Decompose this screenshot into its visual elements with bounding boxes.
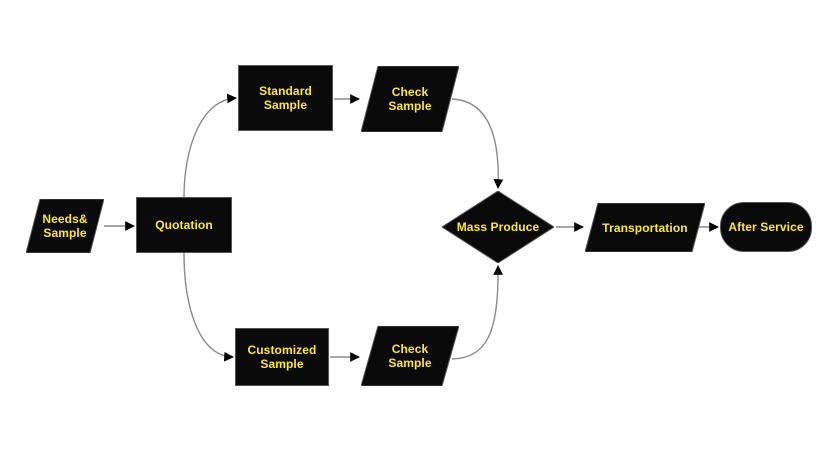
- node-label-standard-sample: Standard Sample: [259, 84, 312, 112]
- node-check-sample-bottom[interactable]: Check Sample: [361, 326, 459, 386]
- node-mass-produce[interactable]: Mass Produce: [442, 191, 554, 263]
- node-quotation[interactable]: Quotation: [136, 197, 232, 253]
- connector-quotation-to-customized: [183, 252, 234, 362]
- node-label-needs-sample: Needs& Sample: [42, 212, 88, 240]
- node-standard-sample[interactable]: Standard Sample: [238, 65, 333, 131]
- node-label-check-sample-top: Check Sample: [388, 85, 432, 113]
- node-label-transportation: Transportation: [602, 220, 688, 235]
- connector-quotation-to-standard: [183, 93, 237, 198]
- node-label-check-sample-bottom: Check Sample: [388, 342, 432, 370]
- node-check-sample-top[interactable]: Check Sample: [361, 66, 459, 132]
- parallelogram-shape: [585, 203, 705, 252]
- node-needs-sample[interactable]: Needs& Sample: [26, 199, 104, 253]
- node-after-service[interactable]: After Service: [720, 202, 812, 252]
- node-label-mass-produce: Mass Produce: [456, 220, 540, 234]
- node-label-after-service: After Service: [728, 220, 804, 234]
- node-label-customized-sample: Customized Sample: [247, 343, 317, 371]
- diamond-shape: [442, 191, 554, 263]
- parallelogram-shape: [361, 326, 459, 386]
- node-customized-sample[interactable]: Customized Sample: [235, 328, 329, 386]
- node-label-quotation: Quotation: [155, 218, 213, 232]
- node-transportation[interactable]: Transportation: [585, 203, 705, 252]
- parallelogram-shape: [361, 66, 459, 132]
- parallelogram-shape: [26, 199, 104, 253]
